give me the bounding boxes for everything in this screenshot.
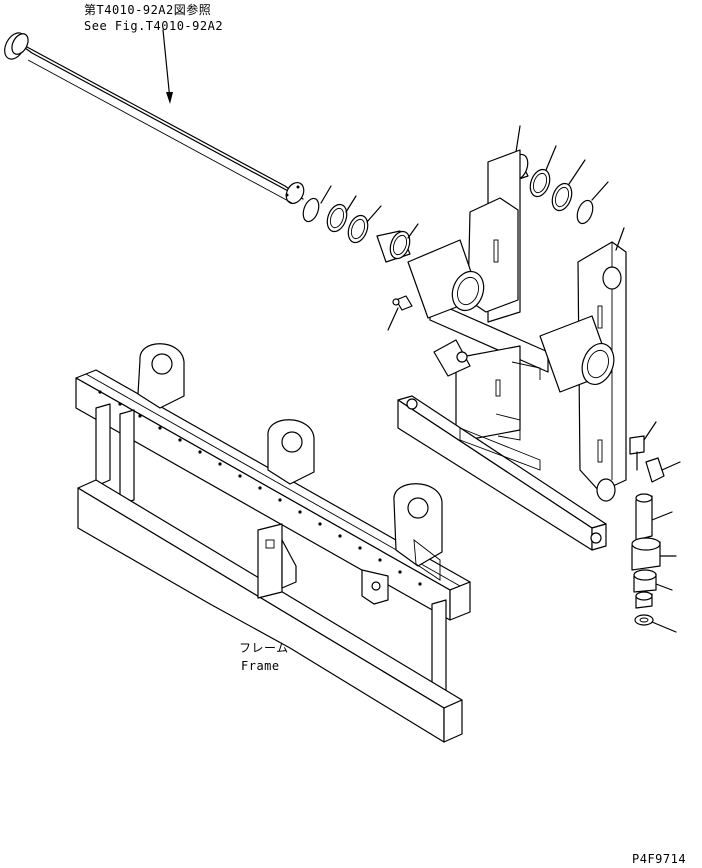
- carriage-assembly: [397, 149, 627, 551]
- bolt-row: [98, 390, 422, 586]
- frame-label-jp: フレーム: [239, 641, 289, 655]
- ring-group-left: [302, 185, 419, 263]
- reference-note-jp: 第T4010-92A2図参照: [84, 3, 212, 17]
- frame-assembly: [75, 343, 471, 743]
- drawing-code: P4F9714: [632, 852, 687, 866]
- hardware-stack: [629, 421, 681, 633]
- reference-arrow: [162, 29, 173, 104]
- frame-label-en: Frame: [241, 659, 280, 673]
- reference-note-en: See Fig.T4010-92A2: [84, 19, 224, 33]
- grease-fitting: [387, 295, 413, 331]
- shaft-pin: [4, 32, 305, 205]
